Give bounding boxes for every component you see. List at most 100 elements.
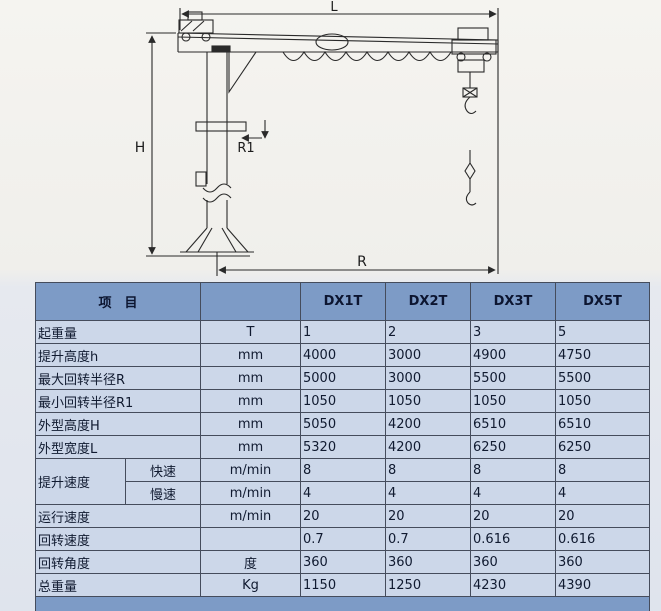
cell-value: 4: [555, 481, 651, 505]
dimension-span-L: [179, 8, 497, 30]
row-overall-width: 外型宽度L mm 5320 4200 6250 6250: [34, 435, 651, 459]
cell-value: 5500: [470, 366, 557, 390]
row-group-label: 提升速度: [35, 458, 126, 505]
row-travel-speed: 运行速度 m/min 20 20 20 20: [34, 504, 651, 528]
cell-value: 360: [470, 550, 557, 574]
row-label: 运行速度: [34, 504, 202, 528]
break-line: [202, 193, 232, 203]
header-row: 项 目 DX1T DX2T DX3T DX5T: [34, 282, 651, 321]
cell-value: 1: [300, 320, 387, 344]
cell-value: 1050: [385, 389, 472, 413]
row-min-radius: 最小回转半径R1 mm 1050 1050 1050 1050: [34, 389, 651, 413]
row-unit: mm: [200, 389, 302, 413]
row-unit: m/min: [200, 481, 302, 505]
cell-value: 4390: [555, 573, 651, 597]
cell-value: 6510: [555, 412, 651, 436]
turnbuckle-hook: [464, 150, 477, 206]
row-unit: mm: [200, 343, 302, 367]
column: [195, 45, 232, 228]
cell-value: 360: [385, 550, 472, 574]
header-model-dx2t: DX2T: [385, 282, 472, 321]
hook-icon: [464, 96, 477, 115]
slew-drive-oval: [315, 33, 349, 51]
row-unit: mm: [200, 366, 302, 390]
header-model-dx3t: DX3T: [470, 282, 557, 321]
row-label: 提升高度h: [34, 343, 202, 367]
row-total-weight: 总重量 Kg 1150 1250 4230 4390: [34, 573, 651, 597]
cell-value: 4750: [555, 343, 651, 367]
cell-value: 4: [470, 481, 557, 505]
cell-value: 6250: [555, 435, 651, 459]
column-motor: [195, 171, 207, 187]
cell-value: 0.7: [385, 527, 472, 551]
row-unit: mm: [200, 412, 302, 436]
row-label: 回转角度: [34, 550, 202, 574]
crane-diagram: L H R1 R: [0, 0, 661, 282]
cell-value: 0.616: [470, 527, 557, 551]
cell-value: 5050: [300, 412, 387, 436]
cell-value: 8: [300, 458, 387, 482]
cell-value: 4000: [300, 343, 387, 367]
label-R1: R1: [237, 141, 254, 156]
row-unit: [200, 527, 302, 551]
cell-value: 1250: [385, 573, 472, 597]
cell-value: 20: [470, 504, 557, 528]
cell-value: 360: [300, 550, 387, 574]
header-model-dx5t: DX5T: [555, 282, 651, 321]
spec-table: 项 目 DX1T DX2T DX3T DX5T 起重量 T 1 2 3 5 提升…: [34, 282, 651, 611]
cell-value: 4200: [385, 412, 472, 436]
cell-value: 1050: [470, 389, 557, 413]
cell-value: 3000: [385, 366, 472, 390]
cell-value: 4200: [385, 435, 472, 459]
row-max-radius: 最大回转半径R mm 5000 3000 5500 5500: [34, 366, 651, 390]
row-slew-angle: 回转角度 度 360 360 360 360: [34, 550, 651, 574]
cell-value: 5: [555, 320, 651, 344]
row-unit: m/min: [200, 504, 302, 528]
row-sub-label: 快速: [124, 458, 202, 482]
cell-value: 5000: [300, 366, 387, 390]
cell-value: 8: [385, 458, 472, 482]
cell-value: 0.7: [300, 527, 387, 551]
header-item: 项 目: [34, 282, 202, 321]
row-lift-speed-slow: 慢速 m/min 4 4 4 4: [36, 481, 651, 505]
cell-value: 6250: [470, 435, 557, 459]
footer-band: [34, 596, 651, 611]
header-model-dx1t: DX1T: [300, 282, 387, 321]
row-lifting-height: 提升高度h mm 4000 3000 4900 4750: [34, 343, 651, 367]
cell-value: 20: [555, 504, 651, 528]
cell-value: 3: [470, 320, 557, 344]
row-label: 总重量: [34, 573, 202, 597]
row-label: 起重量: [34, 320, 202, 344]
left-drive-unit: [178, 11, 214, 42]
row-unit: T: [200, 320, 302, 344]
cell-value: 360: [555, 550, 651, 574]
hoist-trolley: [451, 27, 497, 115]
cell-value: 6510: [470, 412, 557, 436]
cell-value: 8: [555, 458, 651, 482]
label-H: H: [135, 140, 146, 156]
row-slew-speed: 回转速度 0.7 0.7 0.616 0.616: [34, 527, 651, 551]
row-capacity: 起重量 T 1 2 3 5: [34, 320, 651, 344]
cell-value: 8: [470, 458, 557, 482]
row-label: 最大回转半径R: [34, 366, 202, 390]
row-unit: 度: [200, 550, 302, 574]
cell-value: 3000: [385, 343, 472, 367]
row-label: 外型宽度L: [34, 435, 202, 459]
dimension-height-H: [146, 32, 184, 257]
row-label: 最小回转半径R1: [34, 389, 202, 413]
footer-strip: [34, 596, 651, 611]
row-unit: m/min: [200, 458, 302, 482]
cell-value: 5320: [300, 435, 387, 459]
crane-diagram-svg: L H R1 R: [135, 0, 499, 276]
row-unit: Kg: [200, 573, 302, 597]
cell-value: 20: [300, 504, 387, 528]
cell-value: 2: [385, 320, 472, 344]
row-overall-height: 外型高度H mm 5050 4200 6510 6510: [34, 412, 651, 436]
cell-value: 4900: [470, 343, 557, 367]
festoon-cable: [282, 50, 452, 62]
break-line: [202, 183, 232, 193]
cell-value: 1050: [300, 389, 387, 413]
header-unit: [200, 282, 302, 321]
dimension-radius-R: [216, 252, 496, 276]
